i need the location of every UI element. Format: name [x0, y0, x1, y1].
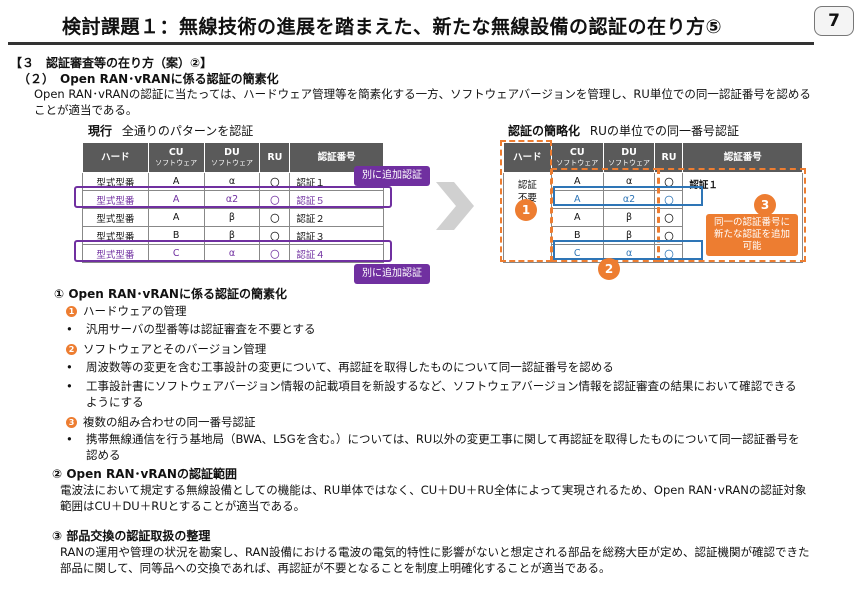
bullet-dot: • [66, 432, 73, 446]
point3-text: RANの運用や管理の状況を勘案し、RAN設備における電波の電気的特性に影響がない… [60, 545, 810, 575]
marker-1: 1 [515, 199, 537, 221]
point1b-bullet1: • 周波数等の変更を含む工事設計の変更について、再認証を取得したものについて同一認… [66, 359, 806, 375]
point1b-number: 2 [66, 344, 77, 355]
title-underline [8, 42, 814, 45]
point1b-text: ソフトウェアとそのバージョン管理 [83, 342, 267, 356]
cell-hard: 型式型番 [82, 208, 149, 227]
point1b-bullet1-text: 周波数等の変更を含む工事設計の変更について、再認証を取得したものについて同一認証… [86, 360, 614, 374]
marker-3: 3 [754, 194, 776, 216]
cell-ru: 〇 [259, 244, 291, 263]
point1c-bullet: • 携帯無線通信を行う基地局（BWA、L5Gを含む。）については、RU以外の変更工… [66, 431, 806, 463]
point1a: 1 ハードウェアの管理 [66, 303, 187, 319]
bullet-dot: • [66, 379, 73, 393]
point1a-bullet: • 汎用サーバの型番等は認証審査を不要とする [66, 321, 806, 337]
current-caption-text: 全通りのパターンを認証 [121, 124, 254, 138]
col-cu-label: CU [569, 146, 585, 158]
intro-text: Open RAN･vRANの認証に当たっては、ハードウェア管理等を簡素化する一方… [34, 87, 811, 117]
point1-title: ① Open RAN･vRANに係る認証の簡素化 [54, 287, 287, 301]
highlight-frame-row2 [74, 186, 392, 208]
section-heading: 【３ 認証審査等の在り方（案）②】 [10, 56, 213, 70]
table-row: 型式型番 C α 〇 認証４ [82, 244, 384, 263]
cell-du: α [203, 244, 261, 263]
col-cert: 認証番号 [682, 142, 803, 173]
point1b-bullet2-text: 工事設計書にソフトウェアバージョン情報の記載項目を新設するなど、ソフトウェアバー… [86, 379, 797, 409]
slide-title: 検討課題１：無線技術の進展を踏まえた、新たな無線設備の認証の在り方⑤ [62, 16, 723, 38]
table-row: 型式型番 A β 〇 認証２ [82, 208, 384, 227]
cell-cert: 認証４ [289, 244, 384, 263]
section-subheading: （２） Open RAN･vRANに係る認証の簡素化 [18, 72, 279, 86]
col-du-label: DU [224, 146, 240, 158]
blue-frame-row2 [553, 186, 703, 206]
blue-frame-row5 [553, 240, 703, 260]
point1b: 2 ソフトウェアとそのバージョン管理 [66, 341, 266, 357]
point2-text: 電波法において規定する無線設備としての機能は、RU単体ではなく、CU＋DU＋RU… [60, 483, 807, 513]
cell-hard-not-required: 認証 不要 [503, 172, 552, 263]
chevron-right-icon [436, 182, 474, 230]
col-hard: ハード [503, 142, 552, 173]
point1a-number: 1 [66, 306, 77, 317]
point1c-number: 3 [66, 417, 77, 428]
simplified-caption: 認証の簡略化 RUの単位での同一番号認証 [508, 122, 739, 139]
col-ru: RU [259, 142, 291, 173]
additional-cert-tag-top: 別に追加認証 [354, 166, 430, 186]
point2-title: ② Open RAN･vRANの認証範囲 [52, 467, 237, 481]
point1c-bullet-text: 携帯無線通信を行う基地局（BWA、L5Gを含む。）については、RU以外の変更工事… [86, 432, 800, 462]
point3-title: ③ 部品交換の認証取扱の整理 [52, 529, 211, 543]
col-hard: ハード [82, 142, 149, 173]
page-number: 7 [814, 6, 854, 36]
point1c: 3 複数の組み合わせの同一番号認証 [66, 414, 256, 430]
bullet-dot: • [66, 360, 73, 374]
col-cu-sub: ソフトウェア [556, 158, 599, 167]
cell-cert: 認証２ [289, 208, 384, 227]
col-ru: RU [654, 142, 684, 173]
col-cert: 認証番号 [289, 142, 384, 173]
point1a-bullet-text: 汎用サーバの型番等は認証審査を不要とする [86, 322, 316, 336]
table-row: 型式型番 A α2 〇 認証５ [82, 190, 384, 209]
col-du-label: DU [621, 146, 637, 158]
same-cert-note: 同一の認証番号に新たな認証を追加可能 [706, 214, 798, 256]
current-caption-bold: 現行 [88, 124, 113, 138]
highlight-frame-row5 [74, 240, 392, 262]
simplified-caption-text: RUの単位での同一番号認証 [589, 124, 739, 138]
cell-cu: A [147, 208, 205, 227]
col-du-sub: ソフトウェア [210, 158, 253, 167]
point1c-text: 複数の組み合わせの同一番号認証 [83, 415, 256, 429]
additional-cert-tag-bottom: 別に追加認証 [354, 264, 430, 284]
col-cu-label: CU [168, 146, 184, 158]
cell-ru: 〇 [259, 208, 291, 227]
point1b-bullet2: • 工事設計書にソフトウェアバージョン情報の記載項目を新設するなど、ソフトウェアバ… [66, 378, 806, 410]
col-cu-sub: ソフトウェア [155, 158, 198, 167]
bullet-dot: • [66, 322, 73, 336]
current-caption: 現行 全通りのパターンを認証 [88, 122, 253, 139]
simplified-caption-bold: 認証の簡略化 [508, 124, 581, 138]
cert-dashed-region [658, 168, 806, 262]
cell-du: β [203, 208, 261, 227]
point1a-text: ハードウェアの管理 [83, 304, 187, 318]
marker-2: 2 [598, 258, 620, 280]
col-du-sub: ソフトウェア [608, 158, 651, 167]
